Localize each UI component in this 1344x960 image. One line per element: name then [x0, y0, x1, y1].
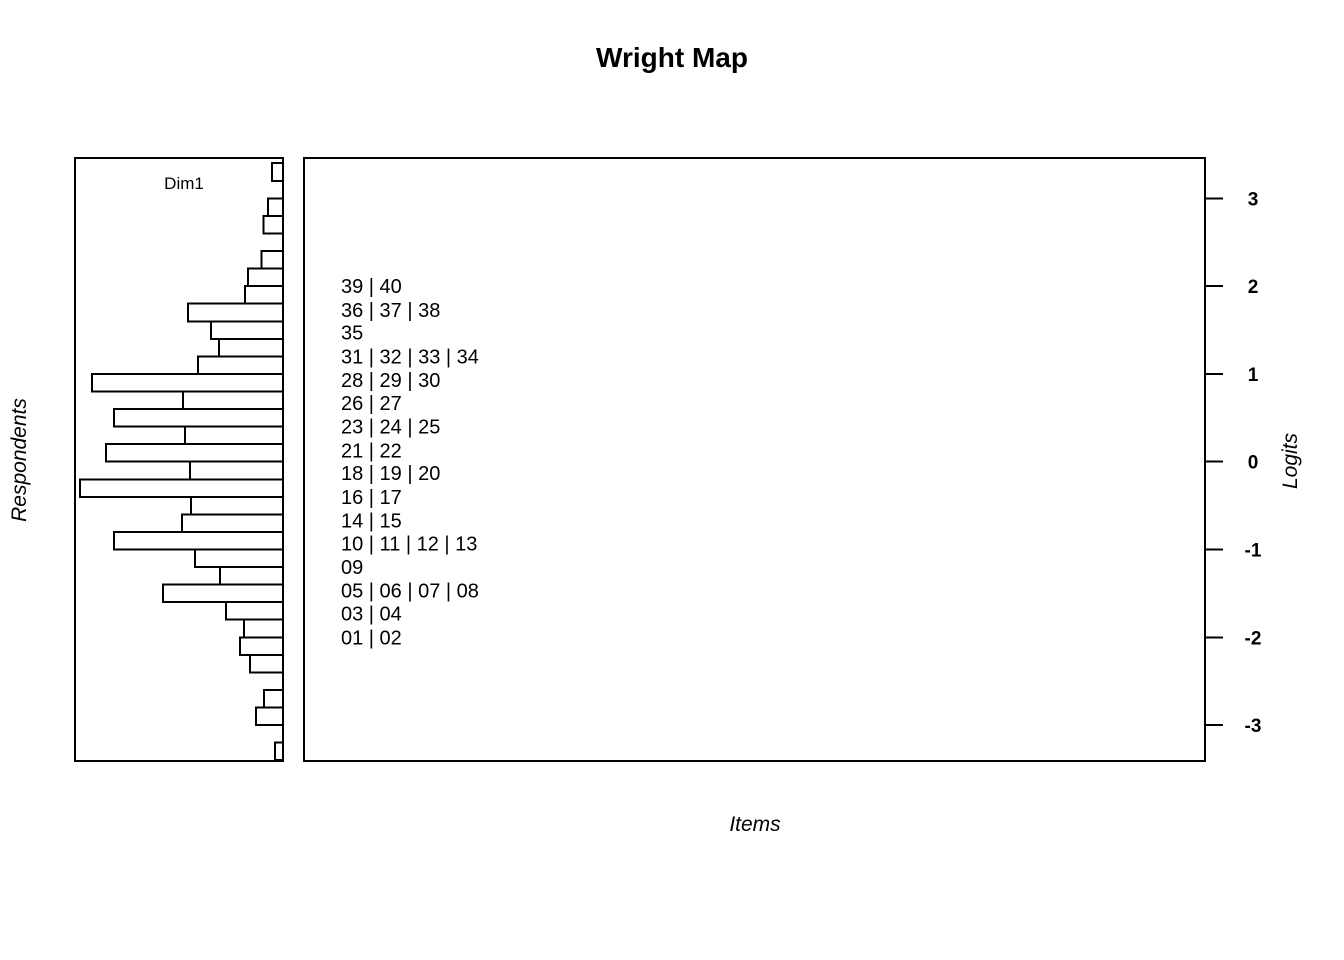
histogram-bar — [184, 425, 284, 446]
item-row-label: 23 | 24 | 25 — [341, 417, 440, 439]
histogram-bar — [181, 513, 284, 534]
item-row-label: 16 | 17 — [341, 487, 402, 509]
histogram-bar — [210, 320, 284, 340]
page-title: Wright Map — [596, 42, 748, 73]
item-row-label: 21 | 22 — [341, 440, 402, 462]
axis-tick-label: -1 — [1245, 541, 1262, 562]
logits-axis-label: Logits — [1279, 432, 1302, 490]
histogram-bar — [263, 688, 284, 709]
axis-tick-label: -3 — [1245, 716, 1262, 737]
histogram-bar — [113, 408, 284, 428]
histogram-bar — [225, 601, 284, 621]
item-row-label: 05 | 06 | 07 | 08 — [341, 581, 479, 603]
histogram-bar — [218, 337, 284, 358]
histogram-bar — [79, 478, 284, 498]
axis-tick-label: 1 — [1248, 365, 1259, 386]
histogram-bar — [91, 372, 284, 393]
item-row-label: 10 | 11 | 12 | 13 — [341, 533, 477, 555]
histogram-bar — [113, 530, 284, 551]
histogram-bar — [244, 285, 284, 305]
item-row-label: 35 — [341, 323, 363, 345]
histogram-bar — [197, 355, 284, 375]
item-row-label: 09 — [341, 557, 363, 579]
item-row-label: 14 | 15 — [341, 511, 402, 533]
histogram-bar — [187, 302, 284, 323]
histogram-bar — [189, 460, 284, 481]
histogram-bar — [267, 197, 284, 217]
axis-tick-label: 2 — [1248, 277, 1259, 298]
histogram-bar — [190, 495, 284, 516]
histogram-bar — [243, 618, 284, 639]
histogram-bar — [255, 706, 284, 727]
axis-tick-label: 0 — [1248, 453, 1259, 474]
items-axis-label: Items — [729, 813, 781, 836]
item-panel-box — [303, 157, 1206, 762]
axis-tick-label: -2 — [1245, 628, 1262, 649]
dimension-label: Dim1 — [164, 174, 204, 193]
histogram-bar — [105, 443, 284, 463]
item-row-label: 39 | 40 — [341, 276, 402, 298]
item-row-label: 36 | 37 | 38 — [341, 300, 440, 322]
histogram-bar — [262, 214, 284, 235]
histogram-bar — [239, 636, 284, 656]
histogram-bar — [182, 390, 284, 411]
histogram-bar — [162, 583, 284, 604]
item-row-label: 18 | 19 | 20 — [341, 463, 440, 485]
item-row-label: 31 | 32 | 33 | 34 — [341, 346, 479, 368]
item-row-label: 26 | 27 — [341, 393, 402, 415]
item-row-label: 03 | 04 — [341, 604, 402, 626]
histogram-bar — [271, 162, 284, 182]
logit-axis: 3 2 1 0 -1 -2 -3 — [1205, 189, 1262, 737]
histogram-bar — [260, 250, 284, 270]
axis-tick-label: 3 — [1248, 189, 1259, 210]
histogram-bar — [249, 653, 284, 674]
item-row-label: 01 | 02 — [341, 627, 402, 649]
item-row-label: 28 | 29 | 30 — [341, 370, 440, 392]
person-histogram — [79, 162, 284, 762]
histogram-bar — [219, 566, 284, 586]
histogram-bar — [194, 548, 284, 569]
respondents-axis-label: Respondents — [8, 398, 31, 522]
histogram-bar — [247, 267, 284, 288]
histogram-bar — [274, 741, 284, 762]
